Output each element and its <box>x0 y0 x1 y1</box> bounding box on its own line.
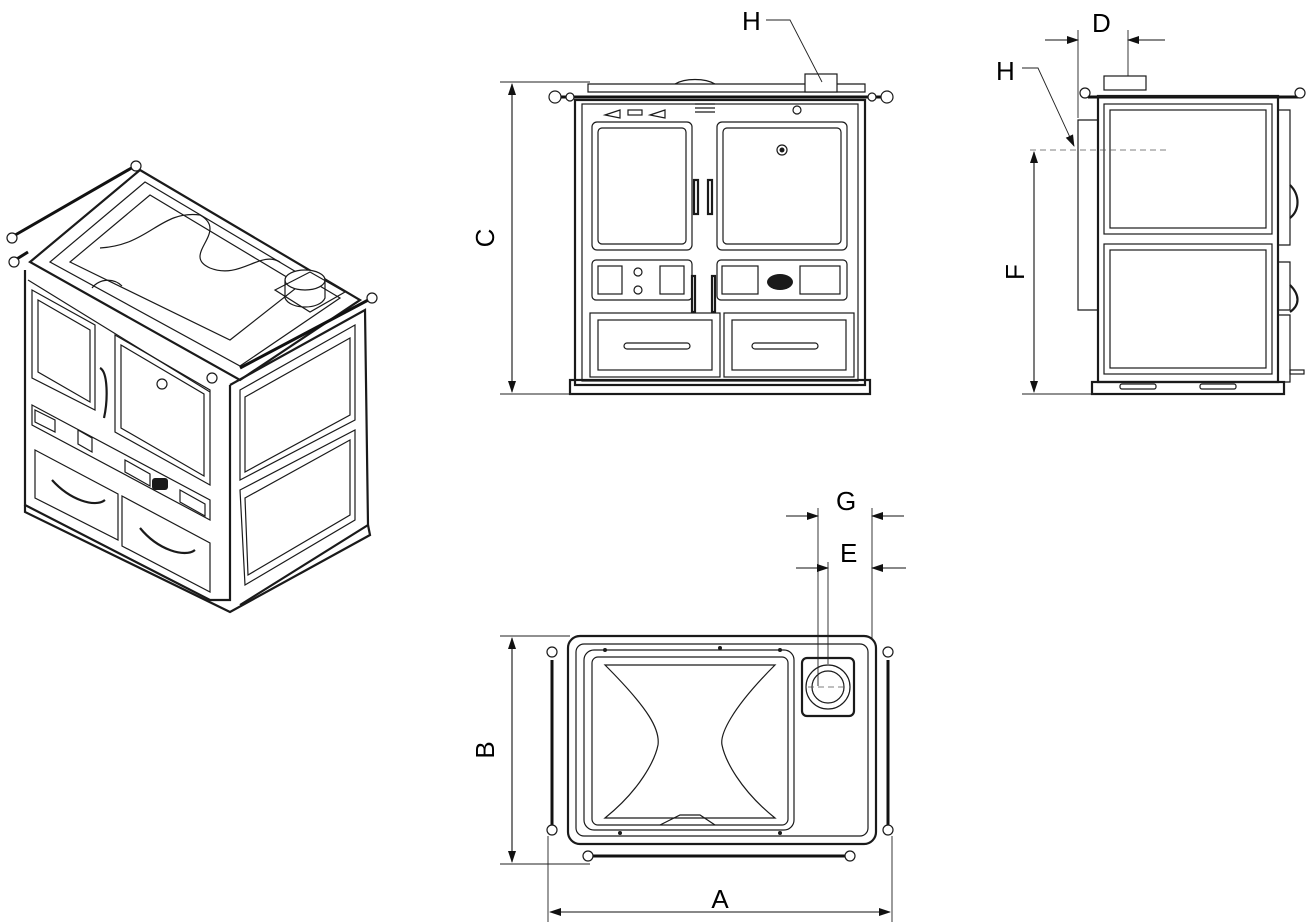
label-f: F <box>1000 264 1030 280</box>
top-view <box>546 634 894 862</box>
label-h-side: H <box>996 56 1015 86</box>
dimension-e: E <box>796 538 906 664</box>
label-h-front: H <box>742 6 761 36</box>
dimension-f: F <box>1000 151 1095 395</box>
label-e: E <box>840 538 857 568</box>
dimension-d: D <box>1045 8 1165 118</box>
side-view <box>1030 75 1306 396</box>
label-b: B <box>470 741 500 758</box>
isometric-view <box>6 160 378 614</box>
leader-h-front: H <box>742 6 823 83</box>
dimension-c: C <box>470 81 590 395</box>
label-g: G <box>836 486 856 516</box>
label-c: C <box>470 229 500 248</box>
dimension-g: G <box>786 486 904 686</box>
front-view <box>548 73 894 396</box>
dimension-b: B <box>470 635 590 865</box>
label-a: A <box>711 884 729 914</box>
label-d: D <box>1092 8 1111 38</box>
dimension-a: A <box>547 836 893 922</box>
leader-h-side: H <box>996 56 1075 147</box>
